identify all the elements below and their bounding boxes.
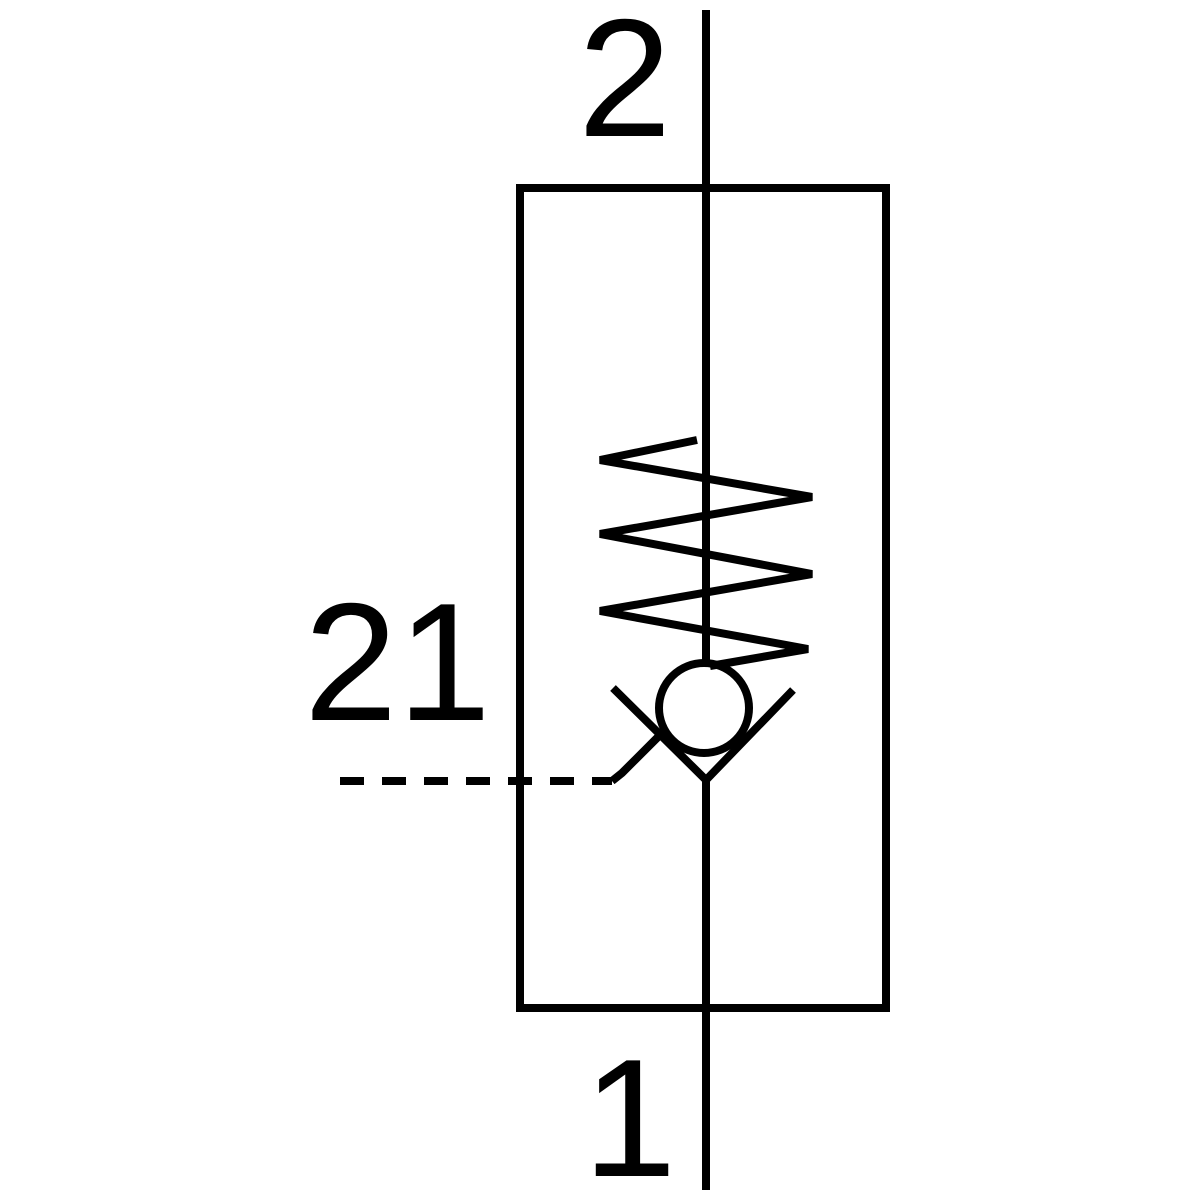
port-1-label: 1: [583, 1024, 676, 1200]
port-21-label: 21: [304, 568, 491, 756]
port-2-label: 2: [578, 0, 671, 172]
ball-poppet: [655, 659, 753, 757]
pilot-line-connector: [609, 733, 662, 785]
spring-symbol: [599, 436, 813, 670]
valve-seat: [610, 685, 796, 786]
